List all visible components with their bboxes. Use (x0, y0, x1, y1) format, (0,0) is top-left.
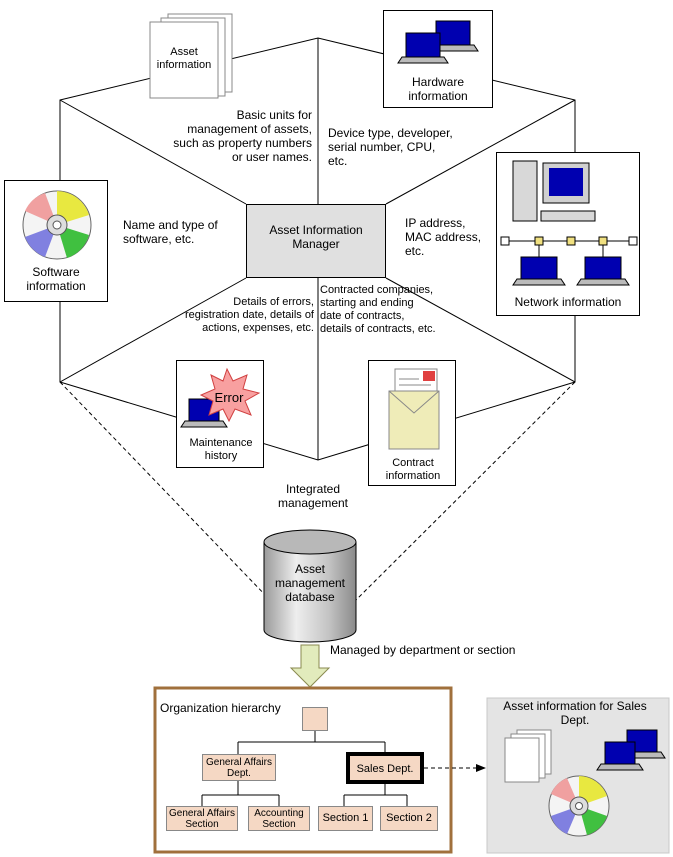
papers-icon (504, 729, 552, 783)
hardware-info-desc: Device type, developer, serial number, C… (328, 126, 453, 168)
org-node-label: General Affairs Dept. (206, 757, 272, 779)
org-node-label: General Affairs Section (169, 808, 235, 830)
software-info-label: Software information (26, 265, 86, 293)
hardware-info-box: Hardware information (383, 10, 493, 108)
org-node-general-affairs-dept[interactable]: General Affairs Dept. (202, 754, 276, 781)
asset-info-label: Asset information (156, 46, 212, 71)
contract-box: Contract information (368, 360, 456, 486)
managed-by-label: Managed by department or section (330, 643, 516, 657)
maintenance-box: Error Maintenance history (176, 360, 264, 468)
error-laptop-icon (180, 367, 261, 428)
sales-assets-label: Asset information for Sales Dept. (503, 699, 647, 727)
envelope-icon (388, 368, 440, 450)
cd-disc-icon (22, 190, 92, 260)
org-node-label: Sales Dept. (356, 763, 414, 775)
network-info-desc: IP address, MAC address, etc. (405, 216, 482, 258)
org-node-label: Section 2 (386, 812, 432, 824)
network-info-label: Network information (514, 295, 622, 309)
integrated-label: Integrated management (277, 482, 349, 510)
asset-info-desc: Basic units for management of assets, su… (173, 108, 312, 164)
cd-disc-icon (548, 775, 610, 837)
org-node-label: Section 1 (322, 812, 369, 824)
org-node-sales-dept[interactable]: Sales Dept. (346, 752, 424, 784)
contract-desc: Contracted companies, starting and endin… (320, 284, 436, 335)
contract-label: Contract information (385, 457, 441, 482)
org-node-general-affairs-section[interactable]: General Affairs Section (166, 806, 238, 831)
laptops-icon (596, 729, 666, 771)
database-label: Asset management database (274, 562, 346, 604)
org-node-label: Accounting Section (254, 808, 304, 830)
center-box: Asset Information Manager (246, 204, 386, 278)
org-root-node[interactable] (302, 707, 328, 731)
network-info-box: Network information (496, 152, 640, 316)
org-node-section-1[interactable]: Section 1 (318, 806, 373, 831)
asset-info-icon: Asset information (148, 10, 238, 100)
down-arrow (289, 644, 331, 688)
error-burst (199, 367, 261, 423)
laptops-icon (397, 20, 479, 64)
error-label: Error (214, 390, 244, 405)
maintenance-desc: Details of errors, registration date, de… (184, 296, 314, 334)
center-label: Asset Information Manager (269, 223, 363, 251)
hardware-info-label: Hardware information (408, 75, 468, 103)
maintenance-label: Maintenance history (189, 437, 253, 462)
sales-assets-icons (504, 729, 666, 837)
software-info-box: Software information (4, 180, 108, 302)
network-icon (500, 160, 638, 286)
database-cylinder (263, 529, 357, 643)
org-node-section-2[interactable]: Section 2 (380, 806, 438, 831)
software-info-desc: Name and type of software, etc. (123, 218, 218, 246)
org-node-accounting-section[interactable]: Accounting Section (248, 806, 310, 831)
org-title: Organization hierarchy (160, 701, 281, 715)
